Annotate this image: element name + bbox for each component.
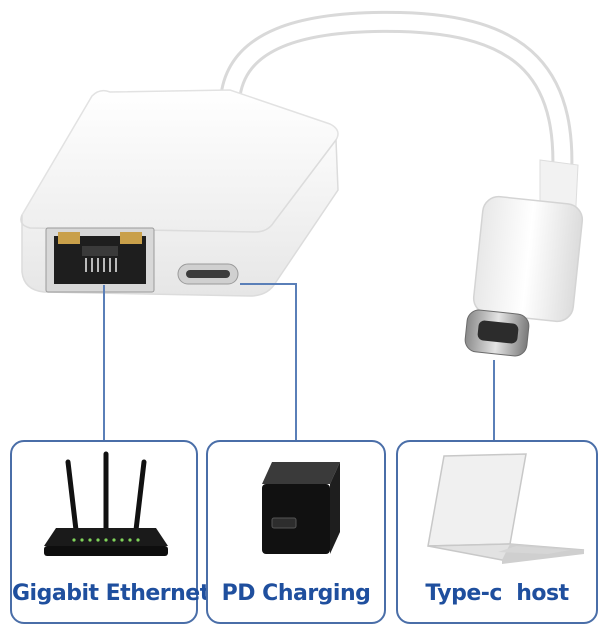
label-gigabit-ethernet: Gigabit Ethernet xyxy=(12,581,210,606)
card-charging: PD Charging xyxy=(206,440,386,624)
router-icon xyxy=(44,451,168,556)
type-c-plug xyxy=(464,195,584,357)
laptop-icon xyxy=(427,453,585,564)
power-adapter-icon xyxy=(262,462,340,554)
connector-lines xyxy=(103,283,495,442)
card-ethernet: Gigabit Ethernet xyxy=(10,440,210,624)
label-pd-charging: PD Charging xyxy=(221,581,371,606)
label-type-c-host: Type-c host xyxy=(425,581,569,606)
ethernet-port xyxy=(45,227,155,293)
card-host: Type-c host xyxy=(396,440,598,624)
